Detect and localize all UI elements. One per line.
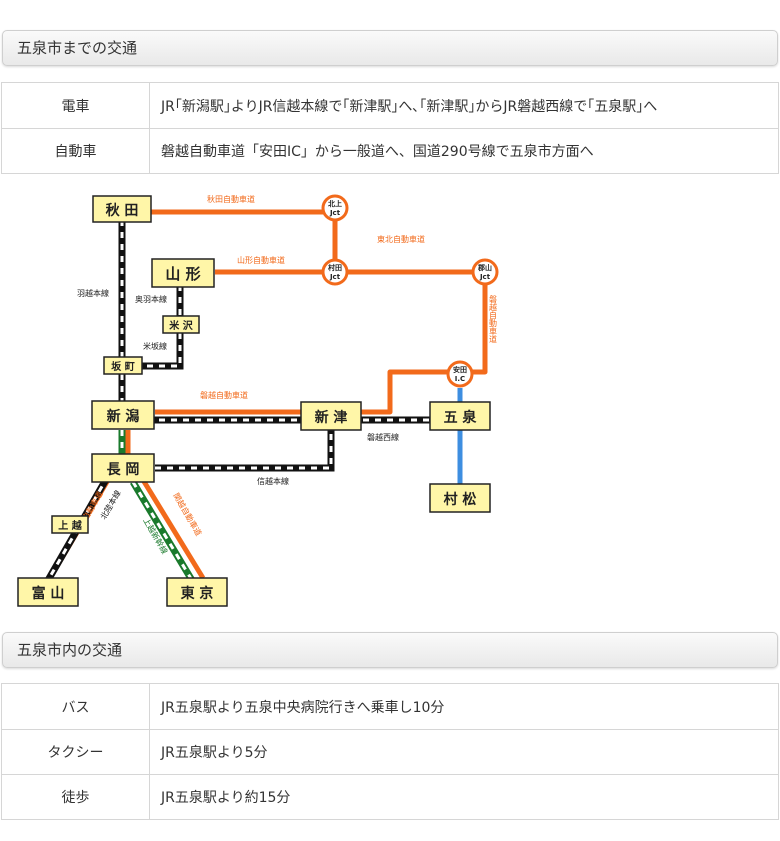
local-section-title: 五泉市内の交通	[2, 632, 778, 668]
station-niigata-label: 新 潟	[107, 408, 140, 425]
station-niigata: 新 潟	[91, 400, 155, 430]
junction-kitakami: 北上 Jct	[321, 194, 349, 222]
station-muramatsu: 村 松	[429, 483, 491, 513]
access-table: 電車 JR｢新潟駅｣よりJR信越本線で｢新津駅｣へ､｢新津駅｣からJR磐越西線で…	[1, 82, 779, 174]
station-joetsu-label: 上 越	[58, 519, 82, 532]
station-sakamachi-label: 坂 町	[111, 360, 134, 373]
junction-murata: 村田 Jct	[321, 258, 349, 286]
route-map: 秋田自動車道 東北自動車道 山形自動車道 磐越自動車道 磐越自動車道 羽越本線 …	[17, 194, 499, 607]
station-yonezawa-label: 米 沢	[169, 319, 193, 332]
station-toyama: 富 山	[17, 577, 79, 607]
route-label-uetsu-line: 羽越本線	[77, 288, 109, 298]
station-sakamachi: 坂 町	[103, 356, 143, 375]
station-gosen: 五 泉	[429, 401, 491, 431]
station-niitsu: 新 津	[300, 401, 362, 431]
route-label-tohoku-expwy: 東北自動車道	[377, 234, 425, 244]
local-table: バス JR五泉駅より五泉中央病院行きへ乗車し10分 タクシー JR五泉駅より5分…	[1, 683, 779, 820]
access-value-train: JR｢新潟駅｣よりJR信越本線で｢新津駅｣へ､｢新津駅｣からJR磐越西線で｢五泉…	[149, 82, 779, 129]
route-label-akita-expwy: 秋田自動車道	[207, 194, 255, 204]
station-joetsu: 上 越	[51, 515, 89, 534]
junction-kitakami-name: 北上	[328, 199, 342, 208]
table-row: 自動車 磐越自動車道「安田IC」から一般道へ、国道290号線で五泉市方面へ	[1, 128, 779, 174]
expressway-lines	[47, 209, 488, 580]
station-akita-label: 秋 田	[106, 202, 139, 219]
station-tokyo-label: 東 京	[181, 585, 214, 602]
access-label-train: 電車	[1, 82, 150, 129]
station-nagaoka: 長 岡	[91, 453, 155, 483]
access-section-title: 五泉市までの交通	[2, 30, 778, 66]
station-tokyo: 東 京	[166, 577, 228, 607]
station-niitsu-label: 新 津	[315, 409, 348, 426]
station-yonezawa: 米 沢	[162, 315, 200, 334]
route-label-shinetsu-line: 信越本線	[257, 476, 289, 486]
station-gosen-label: 五 泉	[444, 409, 478, 426]
route-label-banetsu-expwy-v: 磐越自動車道	[489, 294, 498, 344]
junction-koriyama: 郡山 Jct	[471, 258, 499, 286]
local-label-walk: 徒歩	[1, 774, 150, 820]
junction-murata-type: Jct	[329, 273, 341, 281]
junction-koriyama-type: Jct	[479, 273, 491, 281]
station-muramatsu-label: 村 松	[444, 491, 477, 508]
local-label-taxi: タクシー	[1, 729, 150, 775]
route-label-banetsu-expwy-h: 磐越自動車道	[200, 390, 248, 400]
junction-murata-name: 村田	[328, 263, 342, 272]
route-label-yonesaka-line: 米坂線	[143, 341, 167, 351]
local-value-bus: JR五泉駅より五泉中央病院行きへ乗車し10分	[149, 683, 779, 730]
station-yamagata-label: 山 形	[165, 265, 200, 283]
route-label-yamagata-expwy: 山形自動車道	[237, 255, 285, 265]
station-yamagata: 山 形	[151, 258, 215, 288]
access-value-car: 磐越自動車道「安田IC」から一般道へ、国道290号線で五泉市方面へ	[149, 128, 779, 174]
table-row: 電車 JR｢新潟駅｣よりJR信越本線で｢新津駅｣へ､｢新津駅｣からJR磐越西線で…	[1, 82, 779, 129]
local-label-bus: バス	[1, 683, 150, 730]
table-row: タクシー JR五泉駅より5分	[1, 729, 779, 775]
table-row: バス JR五泉駅より五泉中央病院行きへ乗車し10分	[1, 683, 779, 730]
route-label-banetsu-west-line: 磐越西線	[367, 432, 399, 442]
station-akita: 秋 田	[92, 195, 152, 223]
station-toyama-label: 富 山	[32, 585, 65, 602]
route-label-ou-line: 奥羽本線	[135, 294, 167, 304]
junction-kitakami-type: Jct	[329, 209, 341, 217]
junction-yasuda-type: I.C	[455, 375, 465, 383]
junction-koriyama-name: 郡山	[477, 263, 492, 272]
table-row: 徒歩 JR五泉駅より約15分	[1, 774, 779, 820]
local-value-taxi: JR五泉駅より5分	[149, 729, 779, 775]
local-value-walk: JR五泉駅より約15分	[149, 774, 779, 820]
station-nagaoka-label: 長 岡	[107, 462, 140, 478]
junction-yasuda-name: 安田	[453, 365, 467, 374]
junction-yasuda: 安田 I.C	[446, 360, 474, 388]
access-label-car: 自動車	[1, 128, 150, 174]
